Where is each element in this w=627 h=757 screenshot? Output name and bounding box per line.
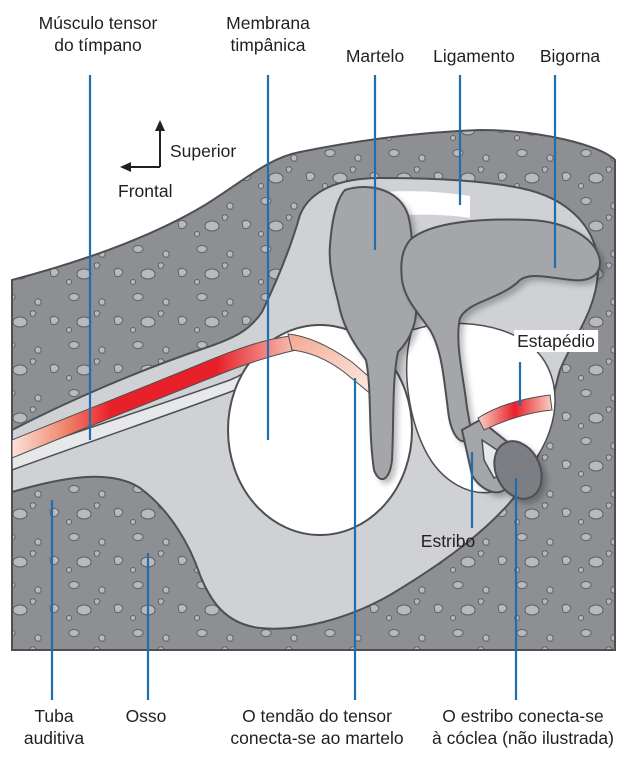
label-stapedius: Estapédio	[514, 330, 598, 352]
label-tympanic-membrane: Membrana timpânica	[226, 12, 310, 56]
arrow-up-icon	[155, 120, 165, 167]
label-tensor-muscle: Músculo tensor do tímpano	[39, 12, 158, 56]
label-auditory-tube: Tuba auditiva	[24, 705, 84, 749]
label-ligament: Ligamento	[433, 45, 515, 67]
label-stapes-note: O estribo conecta-se à cóclea (não ilust…	[432, 705, 614, 749]
label-tendon-note: O tendão do tensor conecta-se ao martelo	[230, 705, 403, 749]
compass-frontal-label: Frontal	[118, 180, 172, 202]
arrow-left-icon	[120, 162, 160, 172]
compass-superior-label: Superior	[170, 140, 236, 162]
label-incus: Bigorna	[540, 45, 600, 67]
label-stapes: Estribo	[421, 530, 475, 552]
label-malleus: Martelo	[346, 45, 404, 67]
orientation-compass	[120, 120, 165, 172]
label-bone: Osso	[126, 705, 167, 727]
